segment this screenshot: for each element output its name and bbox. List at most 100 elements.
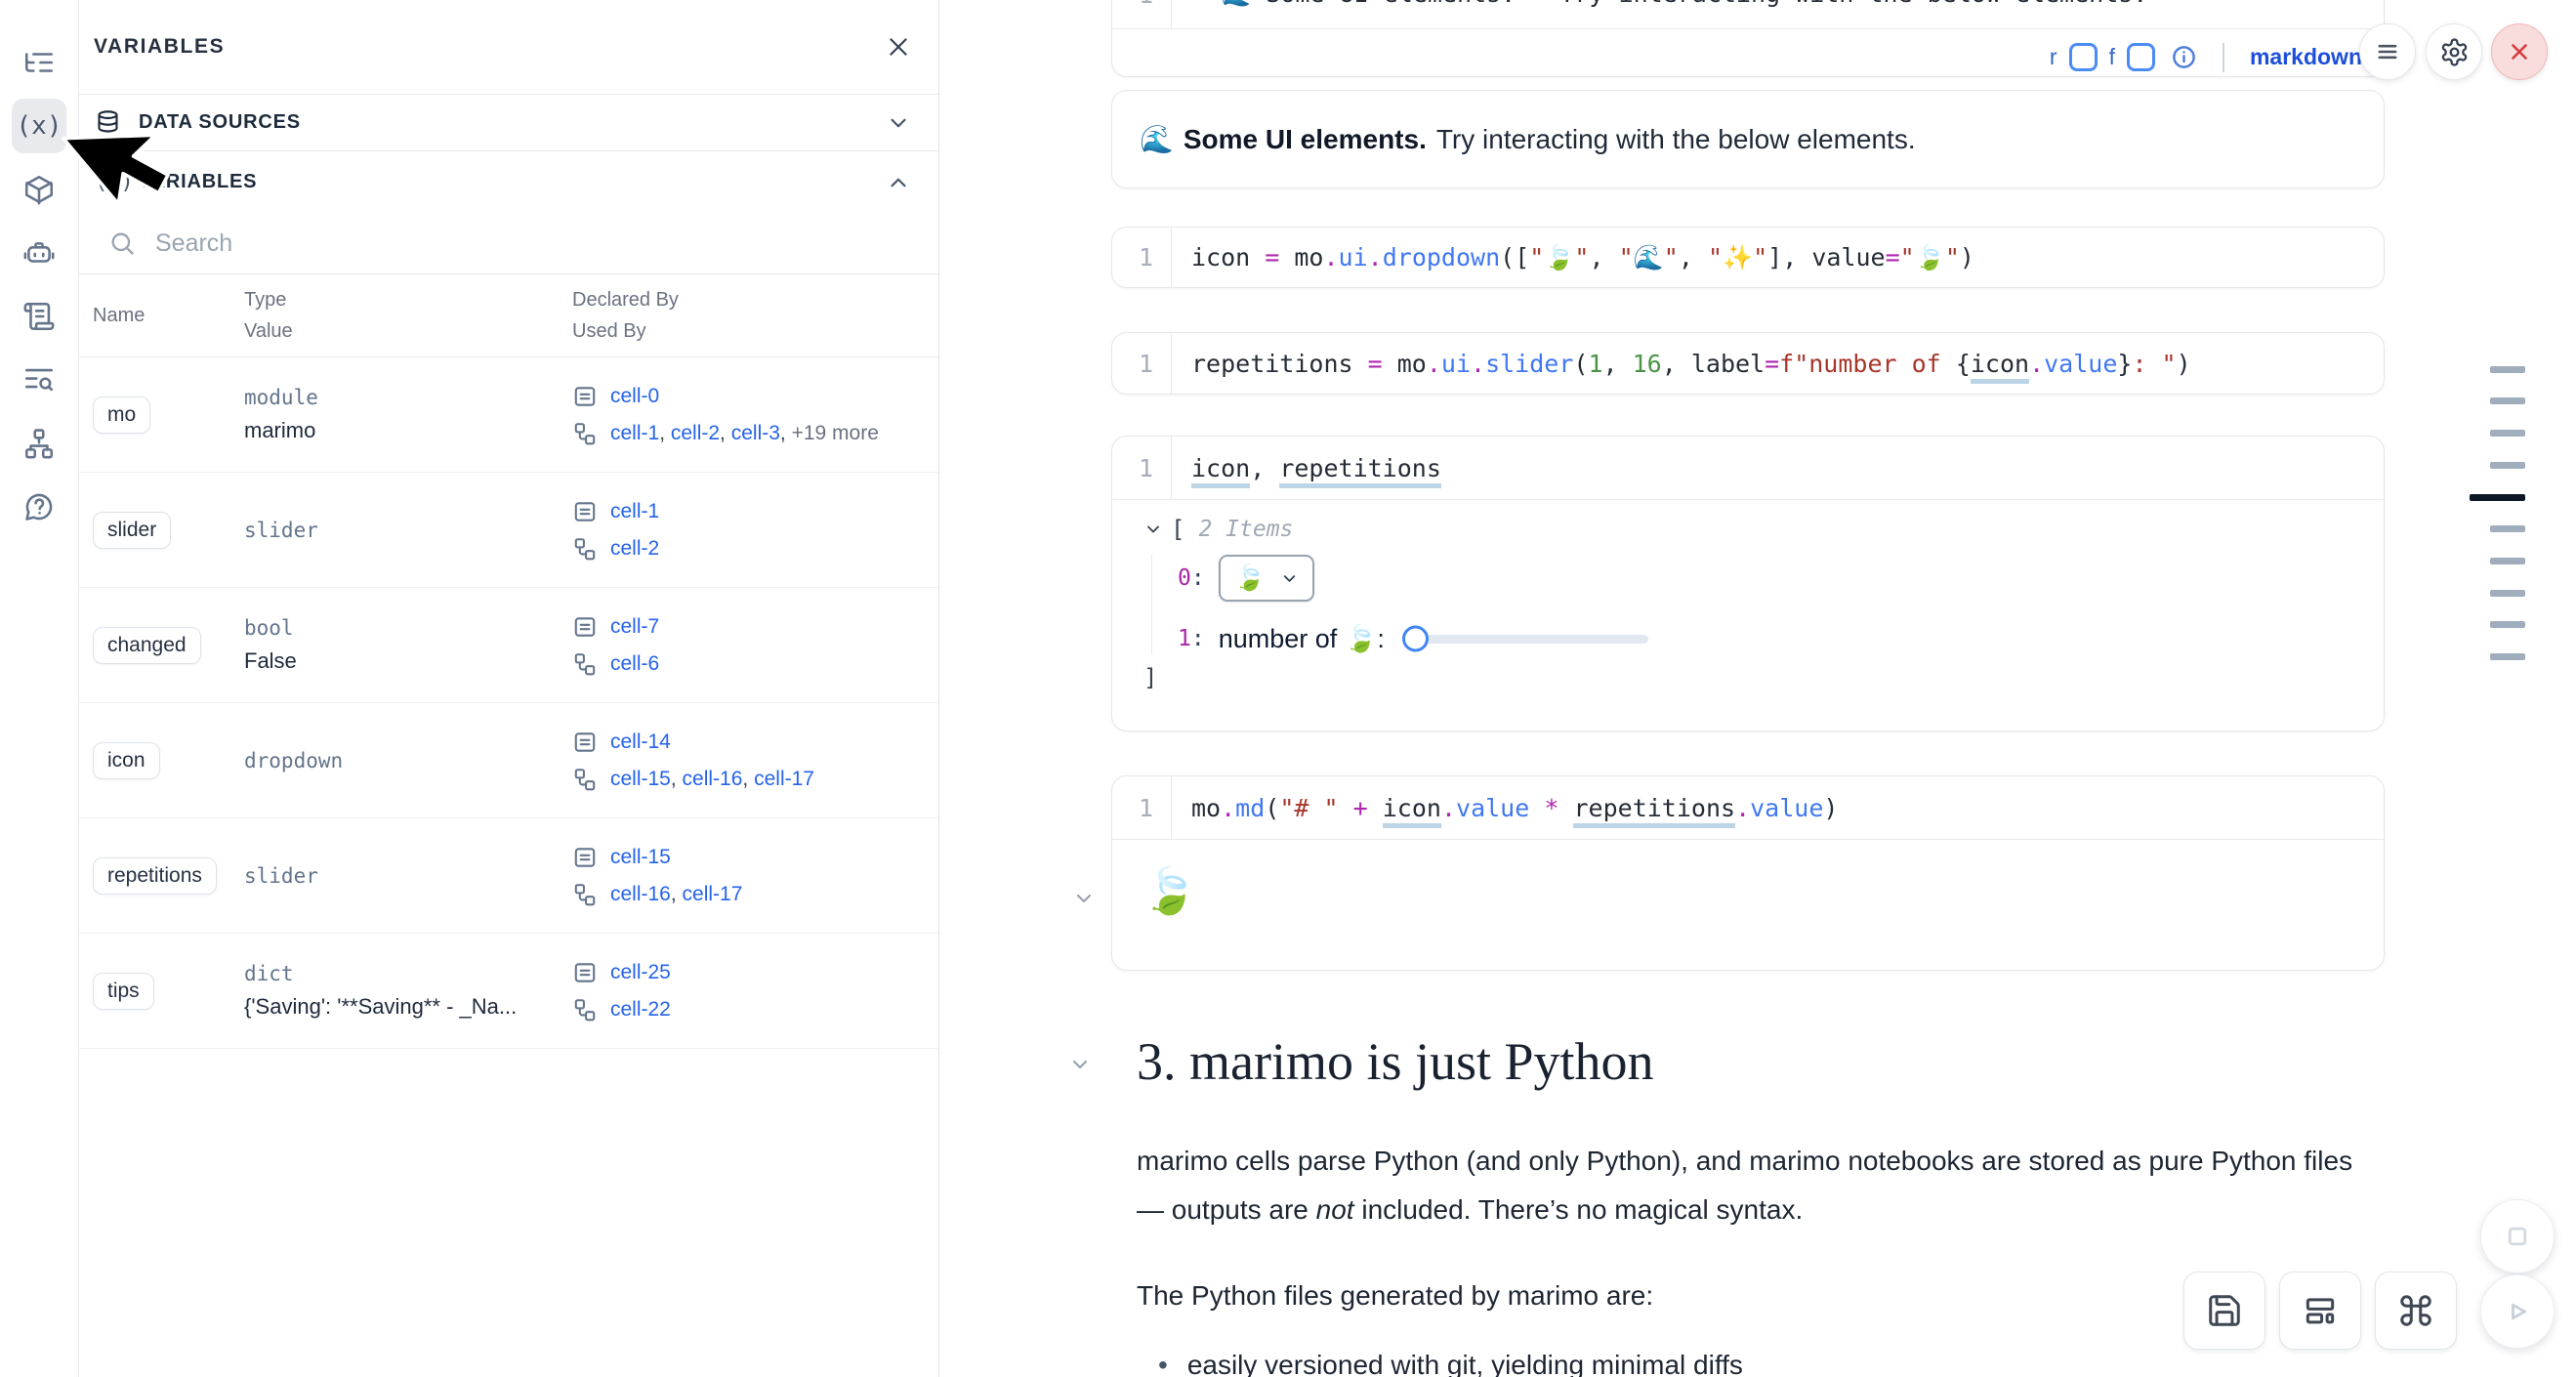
column-header-used-by: Used By: [572, 319, 646, 342]
markdown-mode-button[interactable]: markdown: [2249, 44, 2362, 69]
cell-ref-link[interactable]: cell-16: [682, 767, 743, 790]
collapse-cell-chevron-icon[interactable]: [1072, 887, 1096, 910]
column-header-declared-by: Declared By: [572, 288, 679, 311]
sidebar-rail: (x): [0, 0, 79, 1377]
cell-ref-link[interactable]: cell-25: [610, 960, 671, 983]
line-number: 1: [1138, 243, 1153, 271]
variable-type: module: [244, 386, 318, 409]
cell-ref-link[interactable]: cell-1: [610, 421, 660, 444]
dependency-graph-icon[interactable]: [12, 416, 66, 471]
stop-button[interactable]: [2480, 1199, 2555, 1273]
minimap-mark[interactable]: [2490, 397, 2525, 404]
line-number: 1: [1138, 349, 1153, 378]
cell-ref-link[interactable]: cell-3: [730, 421, 780, 444]
minimap-mark[interactable]: [2490, 430, 2525, 437]
chevron-down-icon[interactable]: [886, 110, 911, 136]
variable-name-badge[interactable]: icon: [93, 741, 160, 779]
cell-ref-link[interactable]: cell-16: [610, 882, 671, 905]
cell-ref-link[interactable]: cell-15: [610, 845, 671, 868]
minimap-mark[interactable]: [2490, 590, 2525, 597]
notebook-cell-slider: 1 repetitions = mo.ui.slider(1, 16, labe…: [1111, 332, 2385, 395]
used-by-icon: [572, 997, 598, 1022]
close-panel-icon[interactable]: [886, 34, 911, 60]
cell-ref-link[interactable]: cell-14: [610, 730, 671, 753]
wave-emoji: 🌊: [1140, 124, 1174, 154]
cell-ref-link[interactable]: cell-17: [754, 767, 814, 790]
variable-type: dict: [244, 962, 294, 985]
leaf-emoji-output: 🍃: [1142, 865, 1198, 916]
cell-minimap[interactable]: [2470, 0, 2576, 1377]
data-sources-section-header[interactable]: DATA SOURCES: [79, 95, 938, 151]
layout-button[interactable]: [2279, 1272, 2361, 1350]
markdown-output-cell: 🌊 Some UI elements. Try interacting with…: [1111, 90, 2385, 188]
cell-ref-link[interactable]: cell-2: [670, 421, 721, 444]
chevron-up-icon[interactable]: [886, 170, 911, 195]
collapse-section-chevron-icon[interactable]: [1068, 1053, 1092, 1076]
package-icon[interactable]: [12, 162, 66, 217]
variable-name-badge[interactable]: changed: [93, 626, 201, 664]
cell-ref-link[interactable]: cell-1: [610, 499, 660, 522]
cell-ref-link[interactable]: cell-6: [610, 651, 660, 675]
minimap-mark[interactable]: [2490, 462, 2525, 469]
minimap-mark[interactable]: [2490, 558, 2525, 564]
shutdown-button[interactable]: [2491, 23, 2548, 80]
chevron-down-icon: [1283, 574, 1295, 582]
variable-type: bool: [244, 616, 294, 640]
code-editor-line[interactable]: icon, repetitions: [1172, 453, 1441, 488]
variables-section-header[interactable]: (x) VARIABLES: [79, 151, 938, 213]
code-editor-line[interactable]: repetitions = mo.ui.slider(1, 16, label=…: [1172, 349, 2191, 384]
cell-ref-link[interactable]: cell-22: [610, 997, 671, 1021]
declared-by-icon: [572, 730, 598, 755]
minimap-mark[interactable]: [2490, 621, 2525, 628]
variable-row: slider slider cell-1 cell-2: [79, 473, 938, 588]
notebook-menu-button[interactable]: [2359, 23, 2416, 80]
more-refs[interactable]: +19 more: [791, 421, 879, 444]
tuple-output: [ 2 Items 0: 🍃 1: number of 🍃:: [1112, 500, 2384, 705]
variable-name-badge[interactable]: slider: [93, 511, 172, 549]
icon-dropdown-select[interactable]: 🍃: [1218, 555, 1314, 602]
keyboard-shortcuts-button[interactable]: [2375, 1272, 2457, 1350]
variable-name-badge[interactable]: tips: [93, 972, 154, 1010]
cell-ref-link[interactable]: cell-7: [610, 614, 660, 638]
minimap-mark[interactable]: [2490, 653, 2525, 660]
declared-by-icon: [572, 499, 598, 524]
gear-icon: [2441, 37, 2467, 66]
cell-ref-link[interactable]: cell-2: [610, 536, 660, 560]
variables-table-body: mo module marimo cell-0 cell-1, cell-2, …: [79, 357, 938, 1049]
notebook-cell-markdown-source: 1 **🌊 Some UI elements.** Try interactin…: [1111, 0, 2385, 77]
scroll-logs-icon[interactable]: [12, 289, 66, 344]
ai-assistant-icon[interactable]: [12, 226, 66, 280]
settings-button[interactable]: [2426, 23, 2482, 80]
cell-ref-link[interactable]: cell-0: [610, 384, 660, 407]
line-number: 1: [1138, 793, 1153, 822]
dropdown-selected-value: 🍃: [1233, 563, 1267, 593]
run-button[interactable]: [2480, 1274, 2555, 1349]
variables-panel-icon[interactable]: (x): [12, 99, 66, 153]
variable-name-badge[interactable]: repetitions: [93, 856, 217, 895]
search-input[interactable]: [155, 229, 911, 258]
text-search-icon[interactable]: [12, 353, 66, 407]
cell-ref-link[interactable]: cell-15: [610, 767, 671, 790]
cell-ref-link[interactable]: cell-17: [682, 882, 743, 905]
help-icon[interactable]: [12, 480, 66, 534]
minimap-mark[interactable]: [2490, 525, 2525, 532]
variable-type: slider: [244, 863, 318, 888]
column-header-name: Name: [93, 304, 145, 326]
code-editor-line[interactable]: **🌊 Some UI elements.** Try interacting …: [1172, 0, 2147, 9]
repetitions-slider[interactable]: [1401, 625, 1648, 652]
minimap-mark[interactable]: [2490, 366, 2525, 373]
file-tree-icon[interactable]: [12, 35, 66, 90]
run-toggle-checkbox[interactable]: [2068, 43, 2098, 71]
collapse-list-chevron-icon[interactable]: [1143, 520, 1163, 539]
format-toggle-checkbox[interactable]: [2126, 43, 2155, 71]
info-icon[interactable]: [2171, 44, 2197, 70]
variable-type: dropdown: [244, 748, 344, 772]
bullet-text: easily versioned with git, yielding mini…: [1186, 1350, 1743, 1377]
minimap-mark-active[interactable]: [2470, 494, 2525, 501]
code-editor-line[interactable]: mo.md("# " + icon.value * repetitions.va…: [1172, 793, 1838, 828]
slider-knob[interactable]: [1401, 625, 1429, 652]
variable-name-badge[interactable]: mo: [93, 396, 151, 434]
code-editor-line[interactable]: icon = mo.ui.dropdown(["🍃", "🌊", "✨"], v…: [1191, 242, 1974, 271]
save-button[interactable]: [2183, 1272, 2265, 1350]
variable-row: repetitions slider cell-15 cell-16, cell…: [79, 818, 938, 934]
